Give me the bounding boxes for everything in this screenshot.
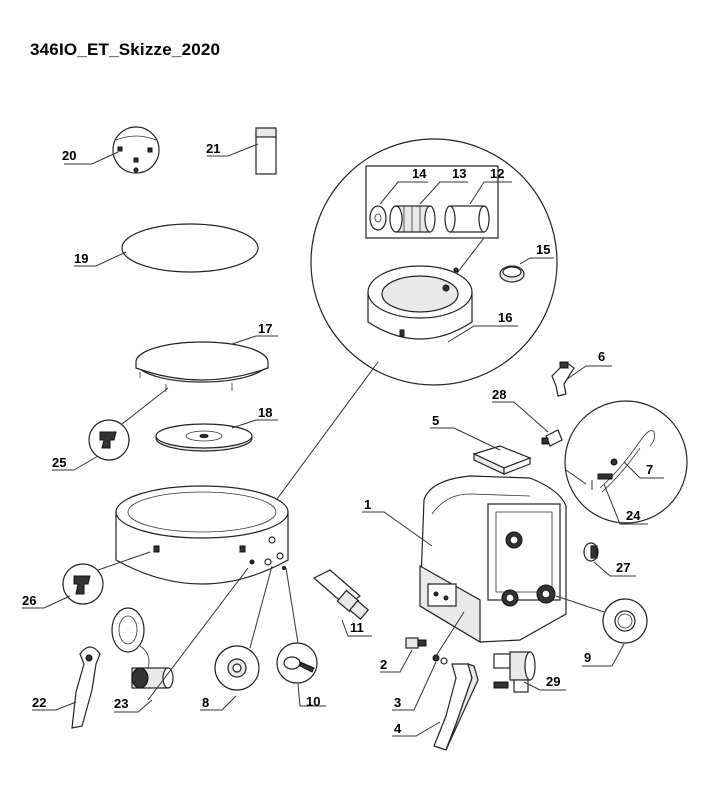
label-29: 29 [546, 674, 560, 689]
label-18: 18 [258, 405, 272, 420]
part-4-handle [433, 663, 479, 751]
part-23-valve [111, 607, 174, 689]
label-8: 8 [202, 695, 209, 710]
label-25: 25 [52, 455, 66, 470]
part-28-fitting [541, 429, 563, 447]
part-3-washer [432, 654, 448, 665]
part-17-cover [135, 341, 269, 392]
part-20-ball [112, 126, 160, 174]
label-22: 22 [32, 695, 46, 710]
label-21: 21 [206, 141, 220, 156]
diagram-title: 346IO_ET_Skizze_2020 [30, 40, 221, 59]
label-1: 1 [364, 497, 371, 512]
label-28: 28 [492, 387, 506, 402]
part-5-control-panel [472, 445, 532, 475]
part-26-clip-detail [62, 563, 104, 605]
part-27-knob [583, 542, 599, 562]
part-12-filter-housing [444, 205, 490, 233]
part-8-ring [214, 645, 260, 691]
label-26: 26 [22, 593, 36, 608]
part-2-screw [405, 637, 427, 649]
label-3: 3 [394, 695, 401, 710]
label-17: 17 [258, 321, 272, 336]
label-7: 7 [646, 462, 653, 477]
label-24: 24 [626, 508, 641, 523]
label-13: 13 [452, 166, 466, 181]
label-10: 10 [306, 694, 320, 709]
label-2: 2 [380, 657, 387, 672]
label-23: 23 [114, 696, 128, 711]
part-22-spanner [71, 646, 101, 729]
part-21-canister [255, 127, 277, 175]
label-19: 19 [74, 251, 88, 266]
part-9-ring [602, 598, 648, 644]
part-16-filter-basin [367, 265, 473, 340]
part-7-hose [599, 430, 655, 493]
part-6-valve [551, 361, 575, 397]
part-29-motor [493, 651, 536, 693]
label-6: 6 [598, 349, 605, 364]
label-15: 15 [536, 242, 550, 257]
label-11: 11 [350, 620, 364, 635]
label-12: 12 [490, 166, 504, 181]
label-14: 14 [412, 166, 427, 181]
part-1-pump-unit [419, 475, 567, 644]
label-16: 16 [498, 310, 512, 325]
part-10-valve-detail [276, 642, 318, 684]
part-24-connector [597, 458, 618, 480]
part-25-clip-detail [88, 419, 130, 461]
label-20: 20 [62, 148, 76, 163]
label-5: 5 [432, 413, 439, 428]
label-4: 4 [394, 721, 402, 736]
part-19-disc [121, 223, 259, 273]
part-14-filter-cap [369, 205, 387, 231]
part-18-cushion [155, 423, 253, 452]
part-11-connector [312, 569, 370, 620]
label-9: 9 [584, 650, 591, 665]
part-pool-body [115, 485, 289, 585]
part-15-plug [499, 265, 525, 283]
label-27: 27 [616, 560, 630, 575]
hose-detail-circle [564, 400, 688, 524]
part-13-filter-cartridge [389, 205, 436, 233]
